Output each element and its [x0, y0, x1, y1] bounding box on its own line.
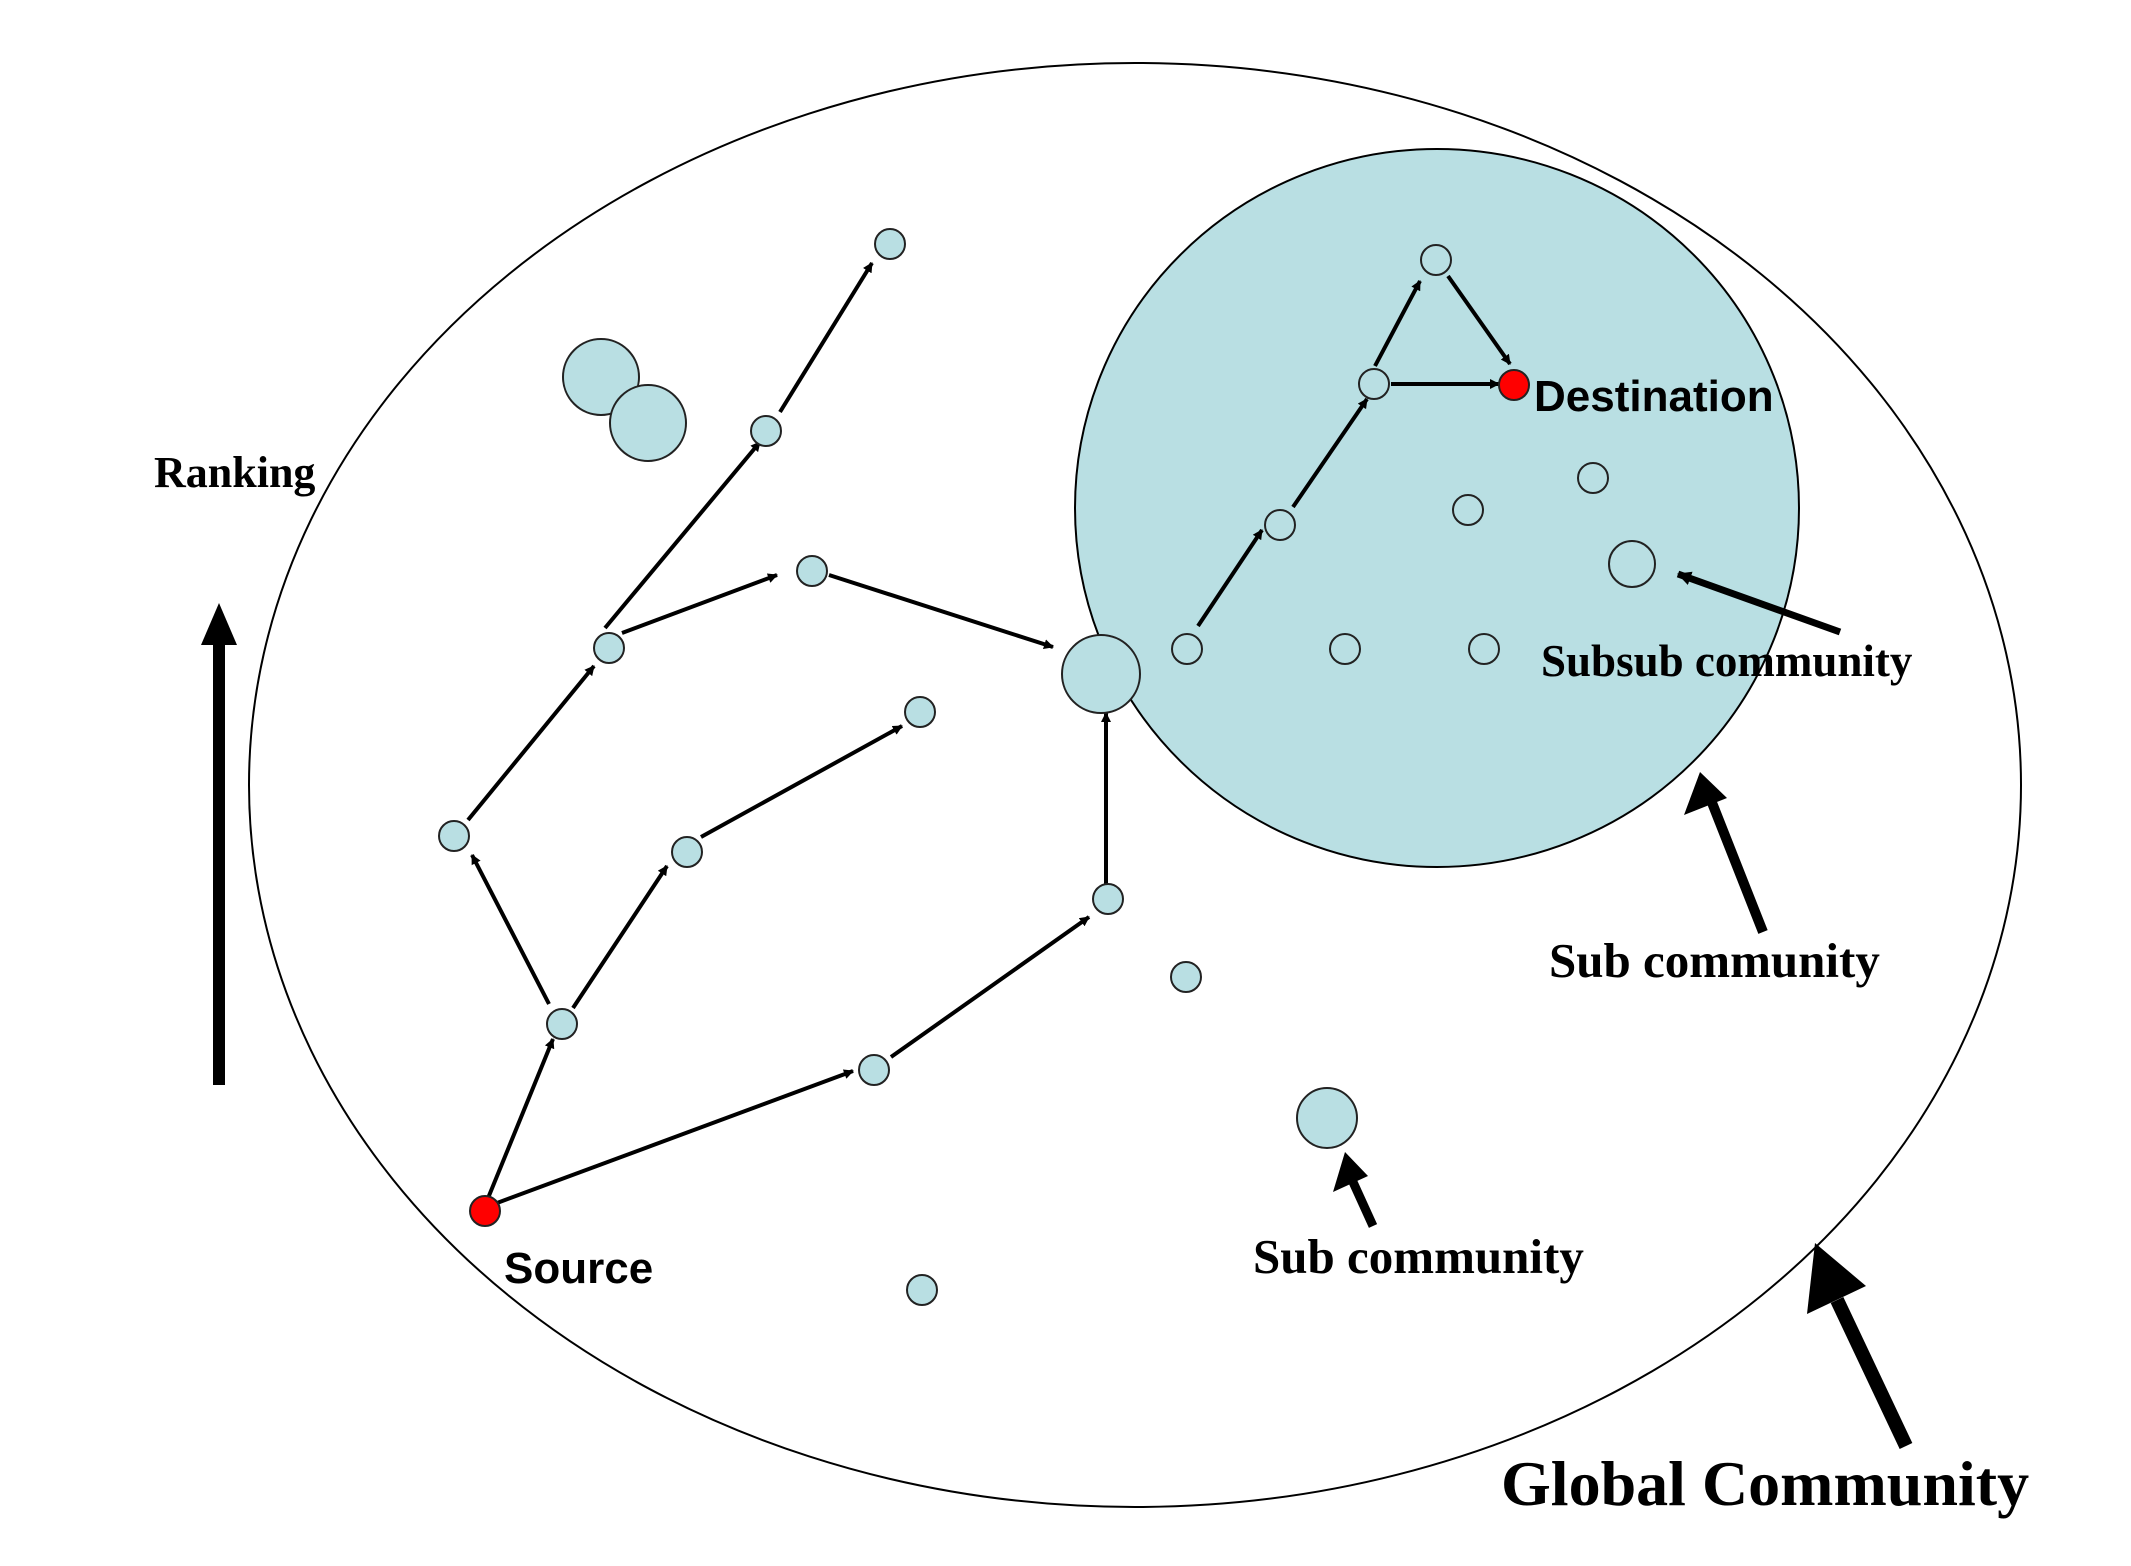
node [1171, 633, 1203, 665]
node [750, 415, 782, 447]
ranking-arrow [201, 603, 237, 1085]
node [546, 1008, 578, 1040]
node-cluster [609, 384, 687, 462]
sub-community-lower-label: Sub community [1253, 1229, 1584, 1284]
edge [621, 573, 778, 635]
global-community-arrow [1830, 1297, 1913, 1449]
node [874, 228, 906, 260]
edge [889, 915, 1091, 1059]
edges [466, 261, 1512, 1209]
node [1329, 633, 1361, 665]
subsub-community-circle [1608, 540, 1656, 588]
node [858, 1054, 890, 1086]
node [904, 696, 936, 728]
node [1420, 244, 1452, 276]
edge [1291, 397, 1369, 509]
sub-community-upper-label: Sub community [1549, 933, 1880, 988]
hub-node [1061, 634, 1141, 714]
edge [496, 1069, 854, 1205]
edge [700, 724, 903, 839]
nodes [438, 228, 1656, 1306]
edge [603, 440, 762, 630]
node [1452, 494, 1484, 526]
callout-arrows [1333, 570, 1913, 1449]
edge [1446, 274, 1512, 366]
sub-community-circle [1074, 148, 1800, 868]
edge [778, 261, 874, 414]
node [671, 836, 703, 868]
sub-community-small-circle [1296, 1087, 1358, 1149]
node [593, 632, 625, 664]
ranking-label: Ranking [154, 448, 315, 497]
node [1264, 509, 1296, 541]
edge [482, 1038, 555, 1209]
node [1092, 883, 1124, 915]
edge [828, 573, 1054, 650]
edge [1196, 528, 1264, 628]
node [906, 1274, 938, 1306]
source-label: Source [504, 1244, 653, 1293]
destination-label: Destination [1534, 372, 1774, 421]
edge [470, 854, 551, 1005]
source-node [469, 1195, 501, 1227]
node [1358, 368, 1390, 400]
edge [571, 864, 669, 1010]
edge [1373, 280, 1422, 367]
sub-community-lower-arrow [1348, 1180, 1378, 1228]
node [1468, 633, 1500, 665]
destination-node [1498, 369, 1530, 401]
subsub-community-arrow [1676, 570, 1842, 636]
node [1170, 961, 1202, 993]
subsub-community-label: Subsub community [1541, 636, 1913, 686]
node [1577, 462, 1609, 494]
global-community-label: Global Community [1501, 1448, 2029, 1519]
node [438, 820, 470, 852]
node [796, 555, 828, 587]
edge [466, 664, 596, 822]
sub-community-upper-arrow [1702, 788, 1768, 934]
